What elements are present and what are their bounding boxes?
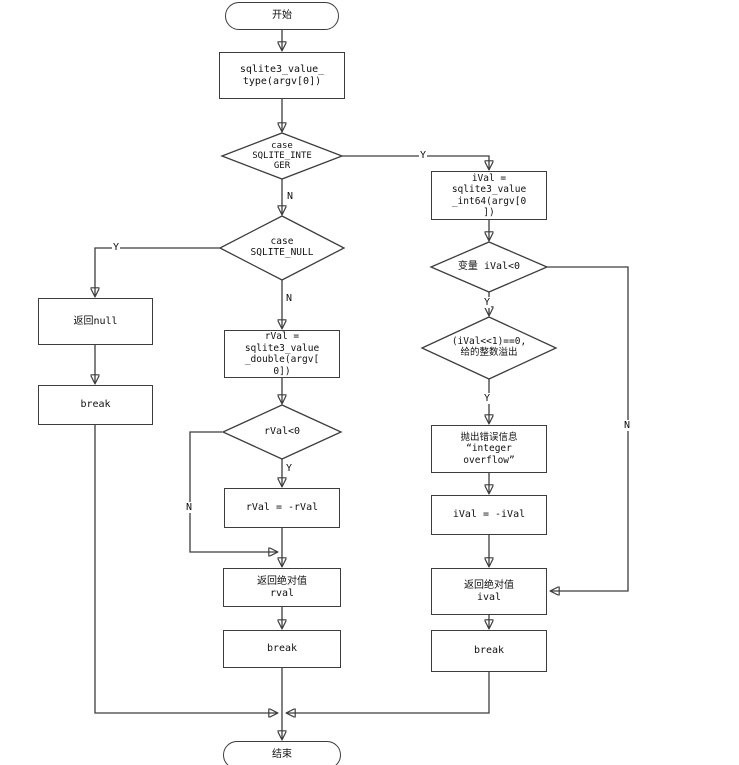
process-break-left: break xyxy=(38,385,153,425)
process-return-ival: 返回绝对值 ival xyxy=(431,568,547,615)
process-get-double: rVal = sqlite3_value _double(argv[ 0]) xyxy=(224,330,340,378)
edge-rval-no-loop xyxy=(189,431,277,552)
edge-label-case-integer-no: N xyxy=(286,191,295,202)
process-break-mid: break xyxy=(223,630,341,668)
edge-break-left-to-junction xyxy=(94,425,277,713)
edge-label-case-null-no: N xyxy=(285,293,294,304)
edge-case-null-yes xyxy=(95,247,220,296)
edge-case-integer-yes xyxy=(342,155,489,169)
process-break-right: break xyxy=(431,630,547,672)
edge-label-case-null-yes: Y xyxy=(112,242,121,253)
decision-rval-shape xyxy=(221,404,343,460)
edge-ival-no xyxy=(547,266,629,591)
edge-label-case-integer-yes: Y xyxy=(419,150,428,161)
edge-label-rval-no: N xyxy=(185,502,194,513)
process-negate-ival: iVal = -iVal xyxy=(431,495,547,535)
decision-ival-shape xyxy=(429,241,549,293)
edge-label-ival-yes: Y xyxy=(483,297,492,308)
decision-case-null-shape xyxy=(218,215,346,281)
process-get-int64: iVal = sqlite3_value _int64(argv[0 ]) xyxy=(431,171,547,220)
process-throw-error: 抛出错误信息 “integer overflow” xyxy=(431,425,547,473)
edge-break-right-to-junction xyxy=(287,672,490,713)
decision-case-integer-shape xyxy=(220,132,344,180)
terminal-start: 开始 xyxy=(225,2,339,30)
process-negate-rval: rVal = -rVal xyxy=(224,488,340,528)
edge-label-rval-yes: Y xyxy=(285,463,294,474)
edge-label-ival-no: N xyxy=(623,420,632,431)
process-return-rval: 返回绝对值 rval xyxy=(223,568,341,607)
process-get-type: sqlite3_value_ type(argv[0]) xyxy=(219,52,345,99)
process-return-null: 返回null xyxy=(38,298,153,345)
edge-label-overflow-yes: Y xyxy=(483,393,492,404)
decision-overflow-shape xyxy=(420,316,558,380)
terminal-end: 结束 xyxy=(223,741,341,765)
